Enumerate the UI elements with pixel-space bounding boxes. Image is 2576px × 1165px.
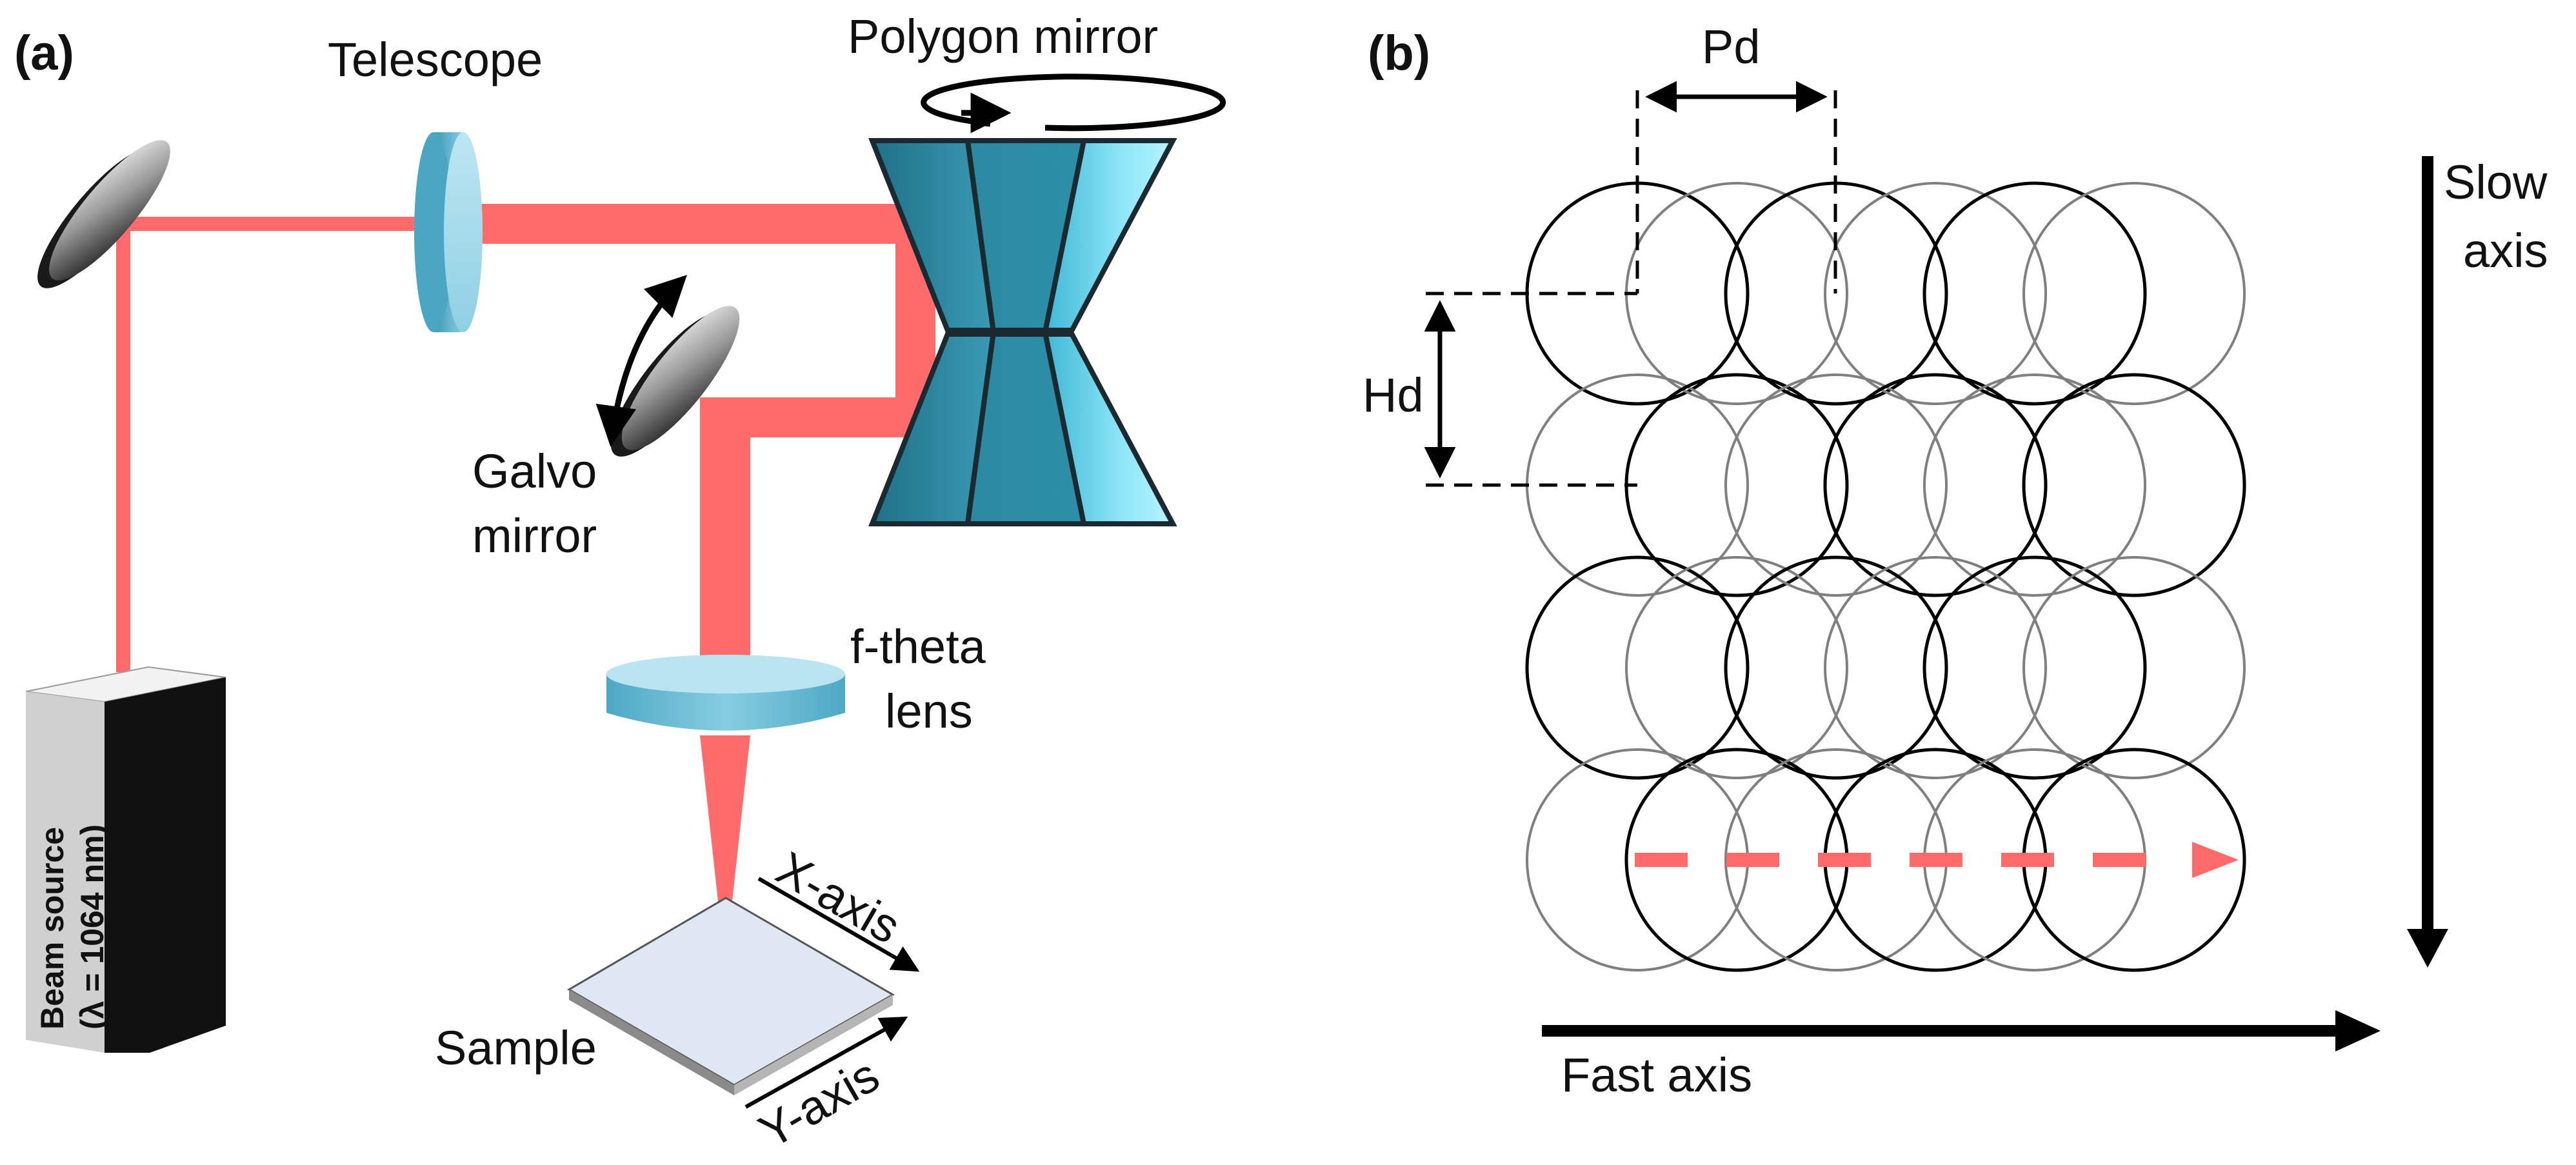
galvo-rotation-arrow-icon [595,275,687,447]
laser-spot-circle [1625,556,1848,779]
fold-mirror-icon [37,140,170,288]
pd-label: Pd [1702,20,1761,74]
rotation-arrow-icon [921,74,1226,134]
y-axis-arrow [744,1016,908,1109]
ftheta-label-line2: lens [885,684,973,738]
laser-spot-circle [1922,555,2147,780]
fast-axis-arrowhead [2335,1010,2381,1051]
laser-spot-circle [2022,556,2246,779]
laser-spot-grid [1525,181,2246,972]
fast-axis-label: Fast axis [1561,1048,1752,1102]
hd-dimension [1424,292,1637,487]
galvo-label-line1: Galvo [472,444,597,498]
laser-spot-circle [1823,373,2048,597]
laser-spot-circle [1923,373,2146,597]
panel-b-label: (b) [1368,26,1430,81]
slow-axis-arrowhead [2407,929,2448,968]
beam-vertical-source [116,217,130,672]
laser-spot-circle [1724,555,1948,780]
polygon-mirror-icon [868,138,1177,526]
beam-source-label-line1: Beam source [34,827,70,1030]
slow-axis-label-line1: Slow [2444,155,2548,209]
sample-plate-icon [567,897,895,1095]
x-axis-arrow [757,877,920,972]
laser-spot-circle [1922,181,2147,406]
sample-label: Sample [435,1021,597,1075]
laser-beam-path [116,204,935,966]
pd-dimension [1635,81,1837,294]
laser-spot-circle [2022,373,2246,597]
beam-telescope-to-polygon [477,204,903,244]
telescope-label: Telescope [328,33,543,86]
polygon-mirror-label: Polygon mirror [848,10,1158,63]
scan-direction-arrow [1635,842,2239,878]
laser-spot-circle [1724,373,1948,597]
telescope-lens-icon [414,132,483,332]
laser-spot-circle [1824,556,2047,779]
beam-source-box-icon [25,666,226,1053]
ftheta-lens-icon [606,655,845,731]
panel-a-label: (a) [14,26,74,81]
slow-axis-label-line2: axis [2463,224,2548,277]
hd-label: Hd [1363,368,1424,422]
laser-spot-circle [2022,182,2246,405]
ftheta-label-line1: f-theta [850,620,986,673]
sample-axes [744,877,920,1109]
focused-beam-cone [700,735,750,966]
galvo-label-line2: mirror [472,509,597,563]
beam-source-label-line2: (λ = 1064 nm) [74,824,110,1030]
laser-spot-circle [1525,555,1750,780]
laser-spot-circle [1624,373,1849,597]
beam-to-telescope [116,217,418,231]
laser-spot-circle [1625,182,1848,405]
laser-spot-circle [1824,182,2047,405]
beam-to-ftheta [700,413,750,668]
